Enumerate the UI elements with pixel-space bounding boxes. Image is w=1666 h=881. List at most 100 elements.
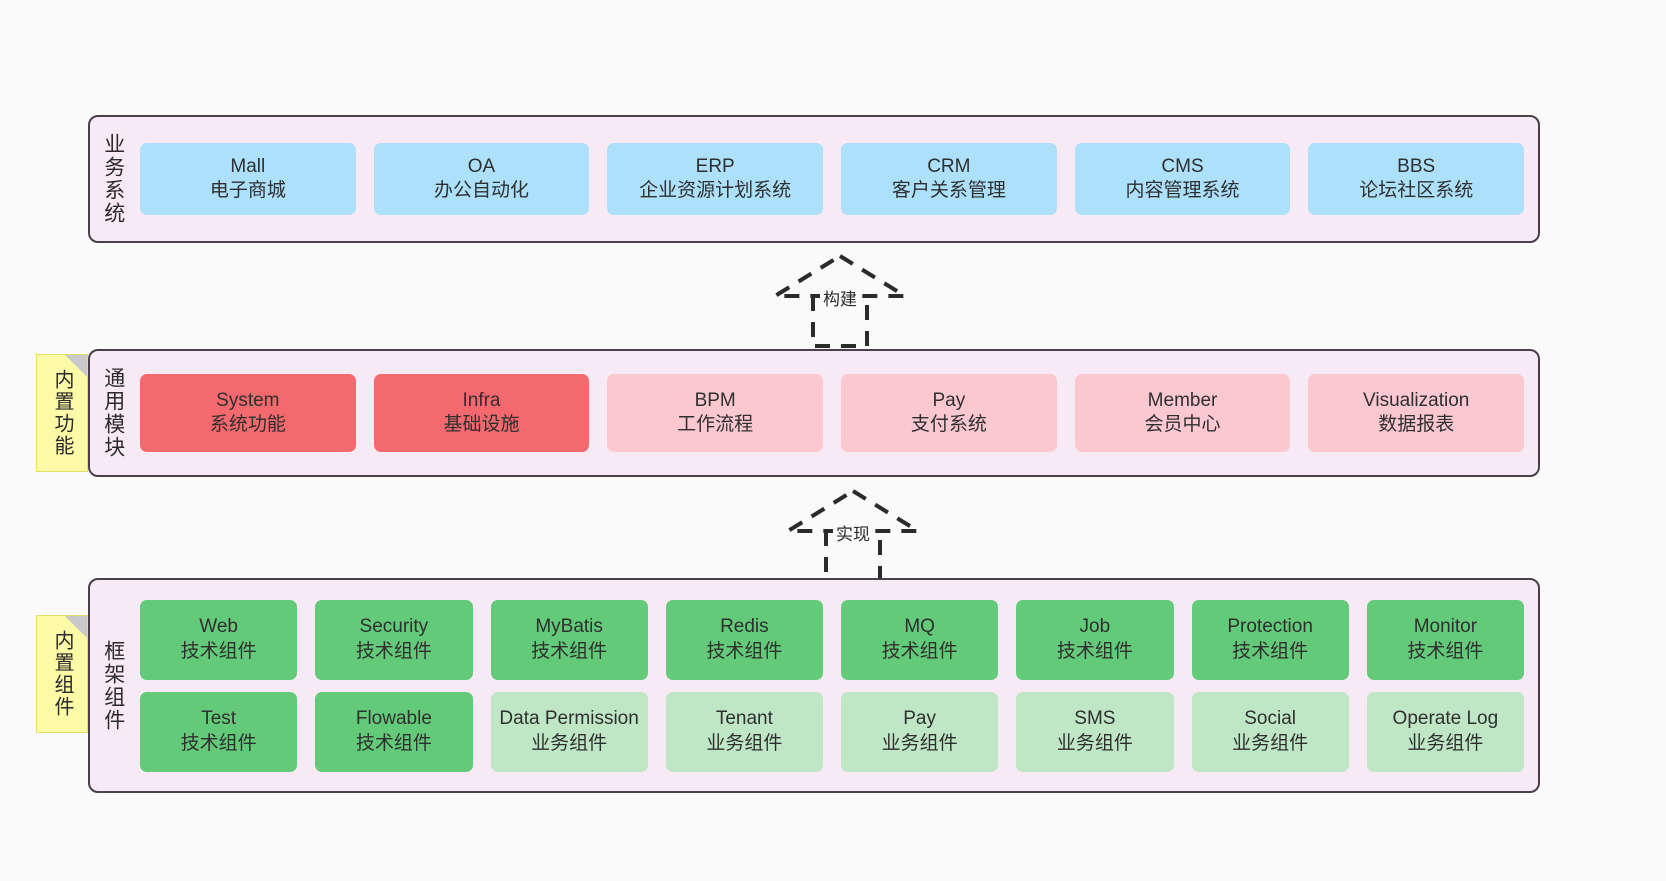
card-subtitle: 业务组件 [706, 732, 783, 754]
card-subtitle: 内容管理系统 [1125, 180, 1240, 201]
card-title: CRM [927, 155, 971, 177]
connector-build-label: 构建 [820, 285, 860, 310]
card-subtitle: 技术组件 [355, 640, 432, 662]
card-title: CMS [1161, 155, 1204, 177]
component-card-web[interactable]: Web 技术组件 [140, 599, 298, 680]
layer-common-module-body: System 系统功能 Infra 基础设施 BPM 工作流程 Pay 支付系统… [136, 351, 1538, 475]
card-title: System [216, 389, 280, 411]
card-title: Member [1147, 389, 1218, 411]
card-subtitle: 技术组件 [180, 640, 257, 662]
business-card-crm[interactable]: CRM 客户关系管理 [841, 143, 1057, 215]
card-title: Web [199, 616, 238, 638]
card-title: Monitor [1413, 616, 1478, 638]
layer-common-module: 通用模块 System 系统功能 Infra 基础设施 BPM 工作流程 Pay [88, 349, 1540, 477]
page-fold-icon [65, 616, 87, 638]
page-fold-icon [65, 355, 87, 377]
card-title: Visualization [1363, 389, 1470, 411]
card-subtitle: 技术组件 [1232, 640, 1309, 662]
card-subtitle: 工作流程 [677, 414, 754, 435]
card-title: Data Permission [499, 708, 639, 730]
card-subtitle: 业务组件 [1056, 732, 1133, 754]
card-title: BBS [1397, 155, 1436, 177]
module-card-infra[interactable]: Infra 基础设施 [373, 374, 590, 452]
layer-framework-component-title: 框架组件 [101, 639, 125, 732]
card-title: Redis [720, 616, 769, 638]
component-card-tenant[interactable]: Tenant 业务组件 [665, 691, 823, 772]
card-title: Job [1079, 616, 1111, 638]
connector-implement-label: 实现 [833, 520, 873, 545]
component-card-redis[interactable]: Redis 技术组件 [665, 599, 823, 680]
component-card-job[interactable]: Job 技术组件 [1016, 599, 1174, 680]
business-card-erp[interactable]: ERP 企业资源计划系统 [607, 143, 824, 215]
module-card-member[interactable]: Member 会员中心 [1074, 374, 1291, 452]
framework-tech-row: Web 技术组件 Security 技术组件 MyBatis 技术组件 Redi… [140, 599, 1524, 680]
card-title: Social [1244, 708, 1296, 730]
card-subtitle: 支付系统 [910, 414, 987, 435]
card-subtitle: 业务组件 [1232, 732, 1309, 754]
connector-implement: 实现 [768, 487, 938, 585]
card-title: Mall [230, 155, 266, 177]
card-subtitle: 技术组件 [531, 640, 608, 662]
sticky-note-label: 内置组件 [51, 630, 73, 718]
card-title: ERP [695, 155, 735, 177]
card-title: Pay [903, 708, 936, 730]
card-title: Tenant [715, 708, 773, 730]
module-card-bpm[interactable]: BPM 工作流程 [607, 374, 824, 452]
layer-framework-component: 框架组件 Web 技术组件 Security 技术组件 MyBatis 技术组件… [88, 578, 1540, 793]
card-subtitle: 技术组件 [180, 732, 257, 754]
card-title: Infra [462, 389, 501, 411]
component-card-protection[interactable]: Protection 技术组件 [1191, 599, 1349, 680]
card-subtitle: 技术组件 [355, 732, 432, 754]
business-card-oa[interactable]: OA 办公自动化 [373, 143, 590, 215]
module-card-system[interactable]: System 系统功能 [140, 374, 356, 452]
component-card-security[interactable]: Security 技术组件 [315, 599, 473, 680]
component-card-sms[interactable]: SMS 业务组件 [1016, 691, 1174, 772]
business-card-cms[interactable]: CMS 内容管理系统 [1074, 143, 1291, 215]
card-subtitle: 企业资源计划系统 [639, 180, 792, 201]
layer-business-system-title: 业务系统 [101, 133, 125, 225]
card-title: OA [467, 155, 496, 177]
layer-common-module-title: 通用模块 [101, 367, 125, 459]
business-system-row: Mall 电子商城 OA 办公自动化 ERP 企业资源计划系统 CRM 客户关系… [140, 143, 1525, 215]
card-title: Protection [1227, 616, 1313, 638]
framework-biz-row: Test 技术组件 Flowable 技术组件 Data Permission … [140, 691, 1524, 772]
component-card-mybatis[interactable]: MyBatis 技术组件 [490, 599, 648, 680]
card-subtitle: 技术组件 [881, 640, 958, 662]
card-subtitle: 会员中心 [1144, 414, 1221, 435]
card-title: Pay [932, 389, 966, 411]
card-title: SMS [1074, 708, 1116, 730]
card-title: Test [201, 708, 237, 730]
sticky-note-builtin-features: 内置功能 [36, 354, 88, 472]
component-card-social[interactable]: Social 业务组件 [1191, 691, 1349, 772]
card-subtitle: 技术组件 [706, 640, 783, 662]
card-title: Security [359, 616, 429, 638]
component-card-operate-log[interactable]: Operate Log 业务组件 [1366, 691, 1524, 772]
sticky-note-label: 内置功能 [51, 369, 73, 457]
card-subtitle: 技术组件 [1056, 640, 1133, 662]
connector-build: 构建 [755, 252, 925, 350]
card-subtitle: 电子商城 [209, 180, 286, 201]
card-subtitle: 业务组件 [881, 732, 958, 754]
module-card-visualization[interactable]: Visualization 数据报表 [1308, 374, 1525, 452]
component-card-data-permission[interactable]: Data Permission 业务组件 [490, 691, 648, 772]
card-title: Operate Log [1392, 708, 1499, 730]
component-card-pay[interactable]: Pay 业务组件 [841, 691, 999, 772]
module-card-pay[interactable]: Pay 支付系统 [841, 374, 1057, 452]
card-subtitle: 办公自动化 [434, 180, 530, 201]
layer-framework-component-body: Web 技术组件 Security 技术组件 MyBatis 技术组件 Redi… [136, 580, 1538, 791]
layer-business-system: 业务系统 Mall 电子商城 OA 办公自动化 ERP 企业资源计划系统 CRM [88, 115, 1540, 243]
component-card-flowable[interactable]: Flowable 技术组件 [315, 691, 473, 772]
component-card-monitor[interactable]: Monitor 技术组件 [1366, 599, 1524, 680]
card-subtitle: 基础设施 [443, 414, 520, 435]
card-subtitle: 数据报表 [1378, 414, 1455, 435]
layer-business-system-body: Mall 电子商城 OA 办公自动化 ERP 企业资源计划系统 CRM 客户关系… [136, 117, 1538, 241]
component-card-mq[interactable]: MQ 技术组件 [841, 599, 999, 680]
business-card-bbs[interactable]: BBS 论坛社区系统 [1308, 143, 1525, 215]
card-title: Flowable [355, 708, 432, 730]
card-title: MyBatis [535, 616, 603, 638]
component-card-test[interactable]: Test 技术组件 [140, 691, 298, 772]
business-card-mall[interactable]: Mall 电子商城 [140, 143, 356, 215]
card-title: BPM [694, 389, 736, 411]
card-subtitle: 技术组件 [1407, 640, 1484, 662]
